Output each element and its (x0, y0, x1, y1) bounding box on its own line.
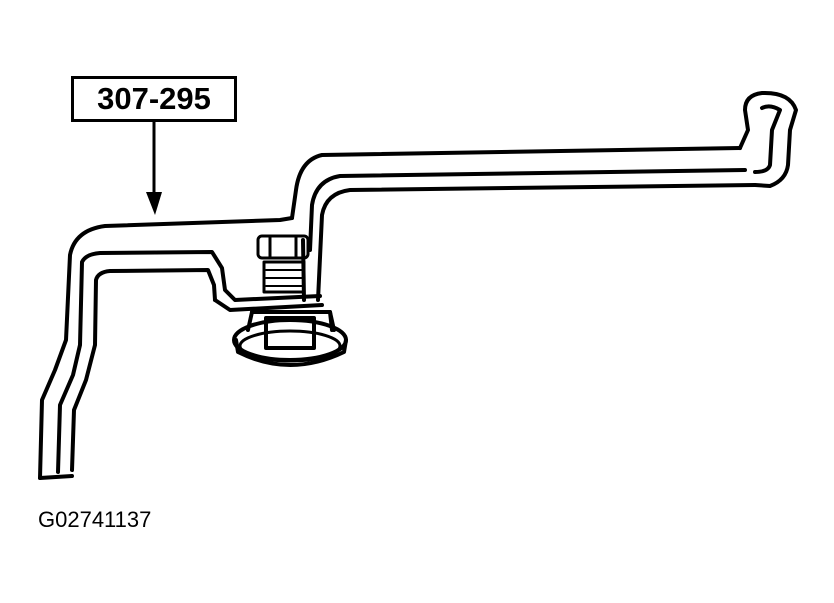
tool-number-label: 307-295 (97, 81, 211, 116)
tool-body (38, 90, 798, 480)
bolt (256, 234, 310, 294)
tool-number-callout: 307-295 (71, 76, 237, 122)
callout-arrow-icon (146, 120, 162, 215)
figure-id: G02741137 (38, 507, 152, 532)
flange-nut (232, 310, 348, 367)
